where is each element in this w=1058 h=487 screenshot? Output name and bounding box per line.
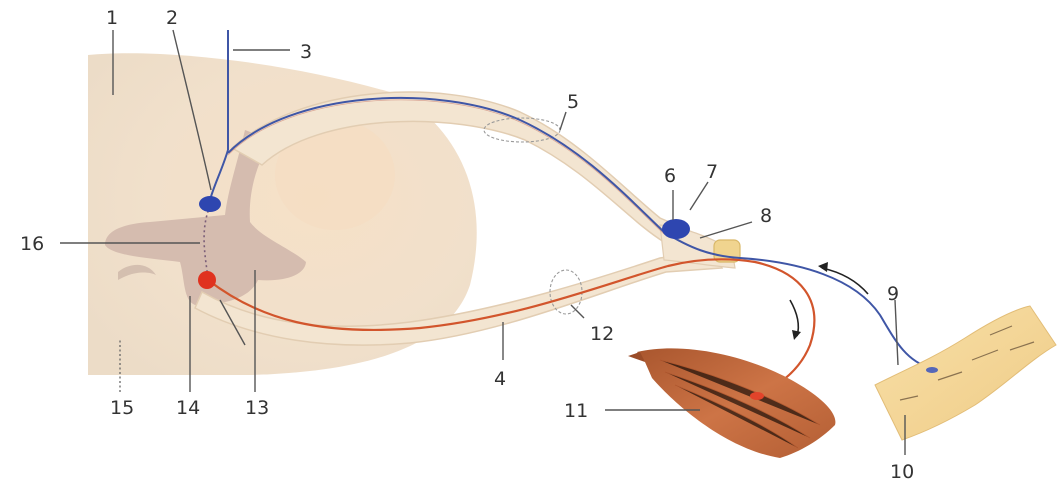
interneuron-cell-body: [199, 196, 221, 212]
label-1: 1: [106, 7, 118, 29]
motor-direction-arrow: [790, 300, 801, 340]
label-4: 4: [494, 368, 506, 390]
skin-tissue: [875, 306, 1056, 440]
label-6: 6: [664, 165, 676, 187]
label-16: 16: [20, 233, 44, 255]
sensory-direction-arrow: [818, 262, 868, 294]
motor-end-plate: [750, 392, 764, 400]
label-2: 2: [166, 7, 178, 29]
sensory-receptor: [926, 367, 938, 373]
label-8: 8: [760, 205, 772, 227]
dorsal-root-ganglion-cell-body: [662, 219, 690, 239]
label-9: 9: [887, 283, 899, 305]
label-10: 10: [890, 461, 914, 483]
label-12: 12: [590, 323, 614, 345]
label-11: 11: [564, 400, 588, 422]
label-15: 15: [110, 397, 134, 419]
label-7: 7: [706, 161, 718, 183]
muscle-tissue: [628, 348, 835, 458]
label-5: 5: [567, 91, 579, 113]
label-13: 13: [245, 397, 269, 419]
label-3: 3: [300, 41, 312, 63]
motor-neuron-cell-body: [198, 271, 216, 289]
label-14: 14: [176, 397, 200, 419]
